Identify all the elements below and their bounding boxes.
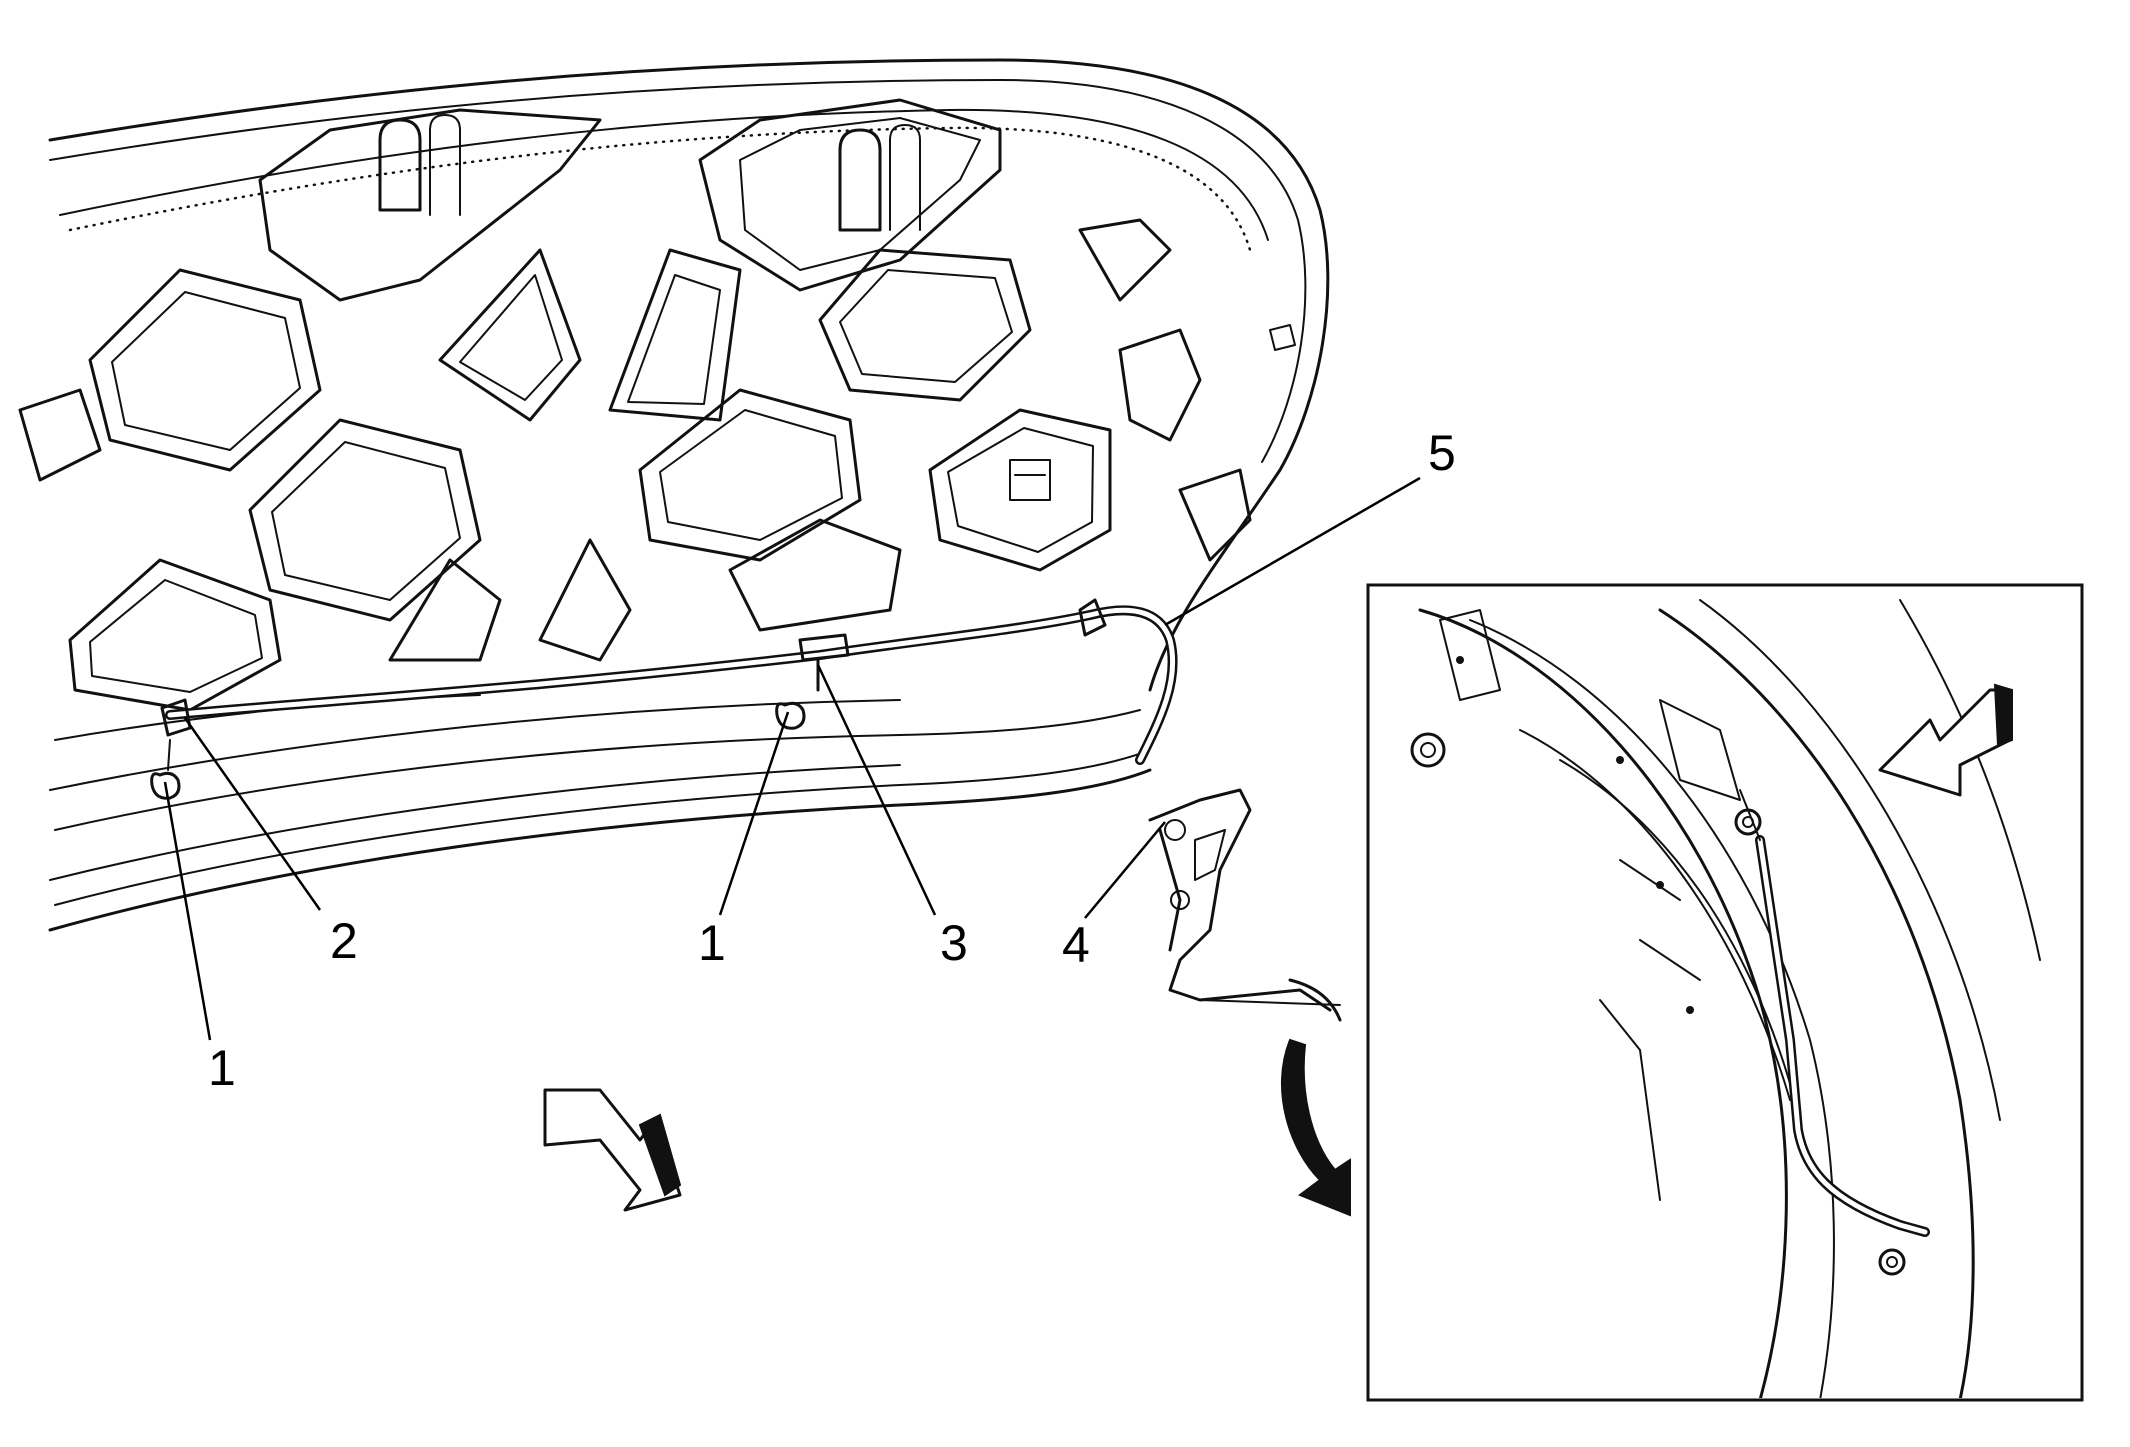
callout-4: 4 [1062, 917, 1090, 973]
callout-1-left: 1 [208, 1040, 236, 1096]
curved-arrow-icon [1281, 1038, 1351, 1217]
leader-1-left [163, 781, 212, 1041]
leader-3 [816, 664, 937, 916]
leader-4 [1084, 821, 1166, 919]
leader-5-main [1164, 476, 1421, 627]
callout-3: 3 [940, 915, 968, 971]
washer-hose [160, 598, 1178, 765]
callout-1-mid: 1 [698, 915, 726, 971]
view-arrow-icon [543, 1088, 682, 1212]
washer-nozzles [150, 701, 806, 800]
hood-hinge [1148, 788, 1342, 1022]
bolt-icon [1410, 732, 1446, 768]
inset-illustration [1410, 599, 2041, 1398]
hood-underside [18, 58, 1342, 1022]
leader-1-mid [718, 711, 790, 916]
callout-2: 2 [330, 913, 358, 969]
callout-5-main: 5 [1428, 425, 1456, 481]
leader-2 [183, 717, 322, 911]
view-arrow-icon-inset [1878, 683, 2013, 797]
callout-labels: 1 2 1 3 4 5 5 [208, 425, 1588, 1209]
hood-cutouts [18, 98, 1252, 712]
hood-bumper-clips [378, 114, 1296, 501]
